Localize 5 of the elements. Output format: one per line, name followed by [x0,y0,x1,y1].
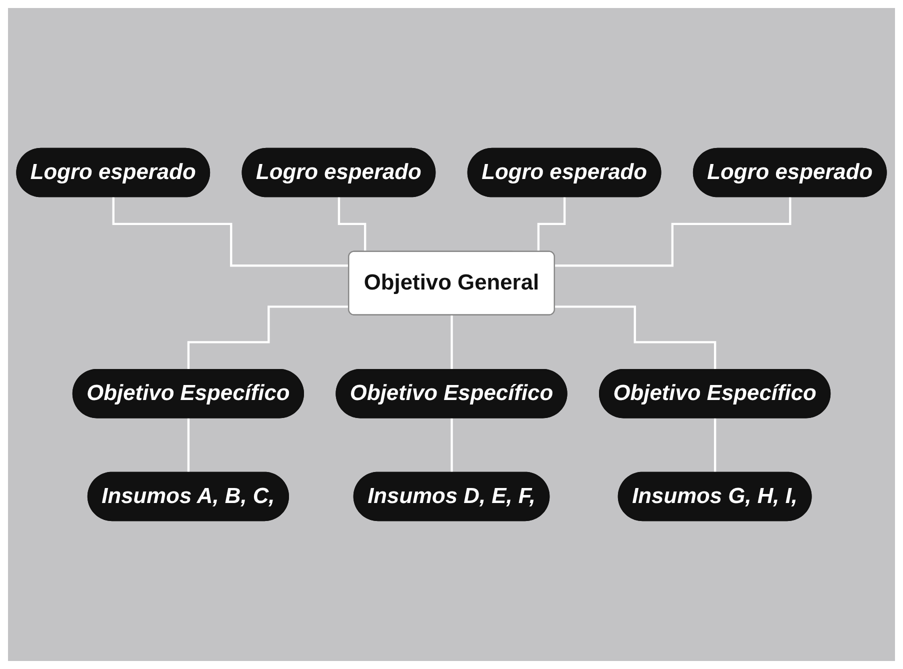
connector [554,196,792,267]
connector [450,314,454,372]
connector [187,306,350,372]
connector [554,306,716,372]
connector [112,196,350,267]
